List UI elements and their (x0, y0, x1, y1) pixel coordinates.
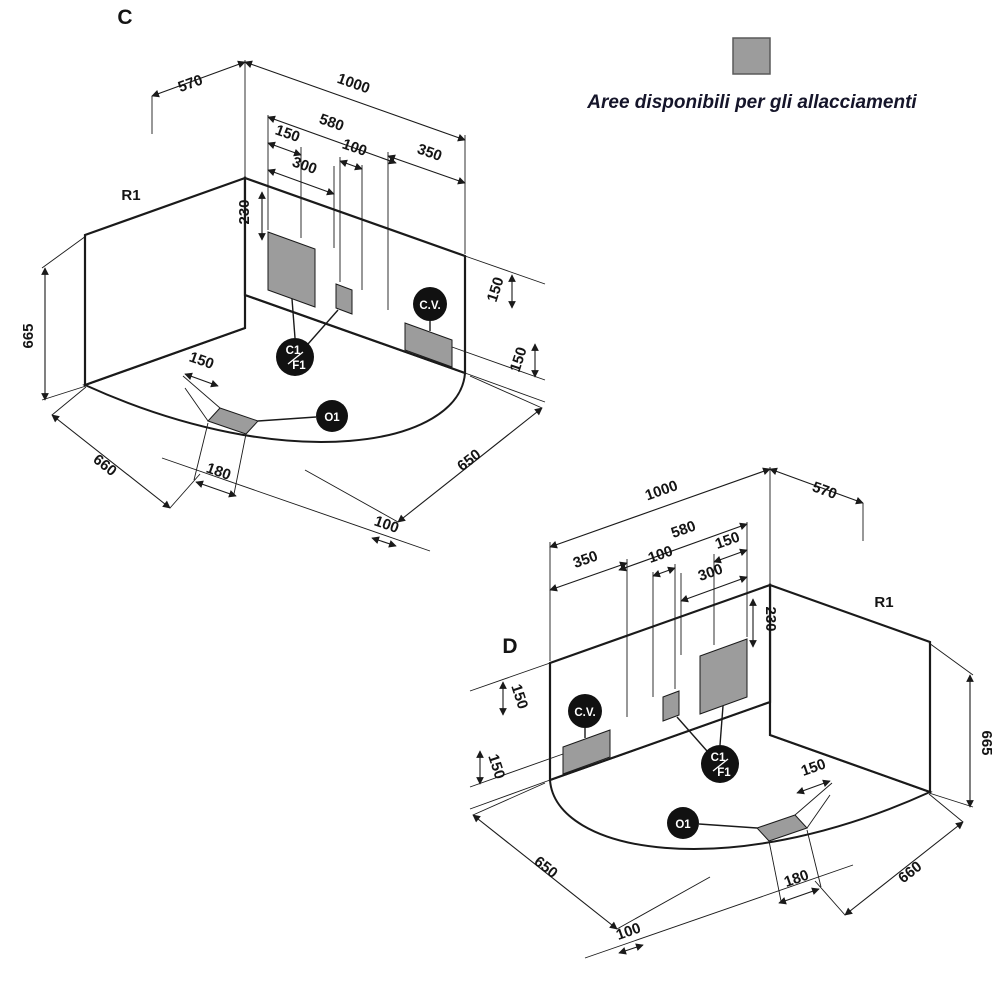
callout-f1-label-c: F1 (292, 360, 306, 372)
callout-c1f1-slash-c (287, 351, 304, 365)
dim-300-d: 300 (696, 561, 725, 585)
dim-650-d: 650 (531, 853, 561, 882)
dim-665-c: 665 (20, 323, 37, 348)
dim-665-d: 665 (978, 730, 995, 755)
dim-1000-c: 1000 (335, 70, 372, 97)
dim-100-c: 100 (340, 136, 369, 160)
dim-350-c: 350 (415, 141, 444, 165)
dim-100-base-d: 100 (614, 920, 643, 944)
diagram-d-wall-r1: R1 (874, 594, 893, 611)
callout-cv-label-c: C.V. (419, 300, 440, 312)
dim-580-d: 580 (669, 518, 698, 542)
callout-f1-label-d: F1 (717, 767, 731, 779)
dim-580-c: 580 (317, 111, 346, 135)
dim-150-right-lower-c: 150 (507, 345, 531, 374)
dim-150-right-upper-c: 150 (484, 275, 508, 304)
callout-o1-label-d: O1 (675, 819, 691, 831)
dim-150-right-upper-d: 150 (507, 682, 531, 711)
callout-c1-label-d: C1 (711, 752, 726, 764)
dim-180-base-c: 180 (204, 460, 233, 484)
dim-150-right-lower-d: 150 (484, 752, 508, 781)
callout-c1-label-c: C1 (286, 345, 301, 357)
legend-label: Aree disponibili per gli allacciamenti (586, 92, 917, 113)
dim-1000-d: 1000 (643, 477, 680, 504)
diagram-c-wall-r1: R1 (121, 187, 140, 204)
callout-cv-label-d: C.V. (574, 707, 595, 719)
dim-570-d: 570 (810, 479, 839, 504)
dim-660-c: 660 (90, 451, 120, 480)
diagram-c-title: C (117, 6, 132, 29)
dim-230-d: 230 (762, 606, 779, 631)
dim-650-c: 650 (454, 446, 484, 475)
diagram-d-title: D (502, 635, 517, 658)
dim-300-c: 300 (290, 154, 319, 178)
dim-100-d: 100 (646, 543, 675, 567)
legend-swatch (732, 37, 771, 75)
callout-c1f1-slash-d (712, 758, 729, 772)
legend: Aree disponibili per gli allacciamenti (586, 37, 917, 113)
dim-350-d: 350 (571, 548, 600, 572)
dim-150-d: 150 (713, 529, 742, 553)
dim-660-d: 660 (895, 858, 925, 887)
dim-100-base-c: 100 (372, 513, 401, 537)
dim-570-c: 570 (176, 72, 205, 97)
callout-o1-label-c: O1 (324, 412, 340, 424)
dim-180-base-d: 180 (782, 867, 811, 891)
dim-230-c: 230 (236, 199, 253, 224)
dim-150-c: 150 (273, 122, 302, 146)
